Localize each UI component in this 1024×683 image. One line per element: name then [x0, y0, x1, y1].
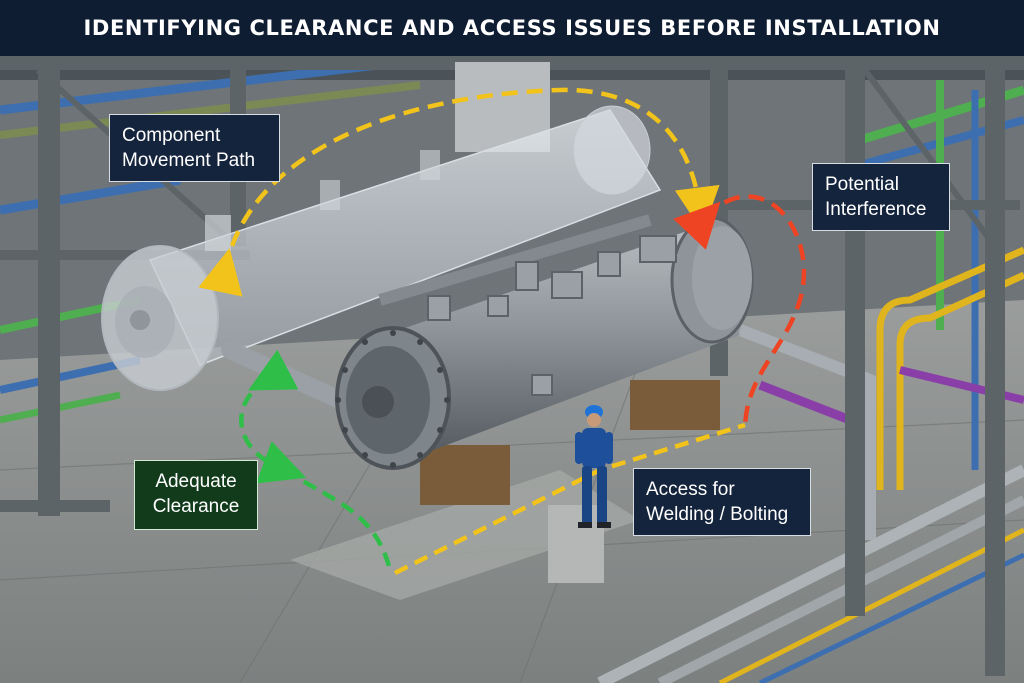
clearance-boundary [283, 468, 393, 571]
raised-slab [290, 470, 640, 600]
page-title: IDENTIFYING CLEARANCE AND ACCESS ISSUES … [83, 16, 941, 40]
callout-clearance-line1: Adequate [155, 471, 237, 492]
title-bar: IDENTIFYING CLEARANCE AND ACCESS ISSUES … [0, 0, 1024, 56]
worker-figure-icon [548, 405, 613, 583]
callout-component-movement-path: Component Movement Path [109, 114, 280, 182]
callout-access-welding-bolting: Access for Welding / Bolting [633, 468, 811, 536]
callout-movement-line2: Movement Path [122, 150, 256, 171]
callout-access-line2: Welding / Bolting [646, 504, 789, 525]
callout-movement-line1: Component [122, 125, 221, 146]
callout-interference-line2: Interference [825, 199, 927, 220]
clearance-arc [239, 349, 307, 484]
callout-interference-line1: Potential [825, 174, 899, 195]
callout-potential-interference: Potential Interference [812, 163, 950, 231]
callout-clearance-line2: Clearance [152, 496, 240, 517]
movement-path-arrow [198, 87, 720, 297]
callout-adequate-clearance: Adequate Clearance [134, 460, 258, 530]
interference-arc [673, 194, 807, 431]
callout-access-line1: Access for [646, 479, 735, 500]
